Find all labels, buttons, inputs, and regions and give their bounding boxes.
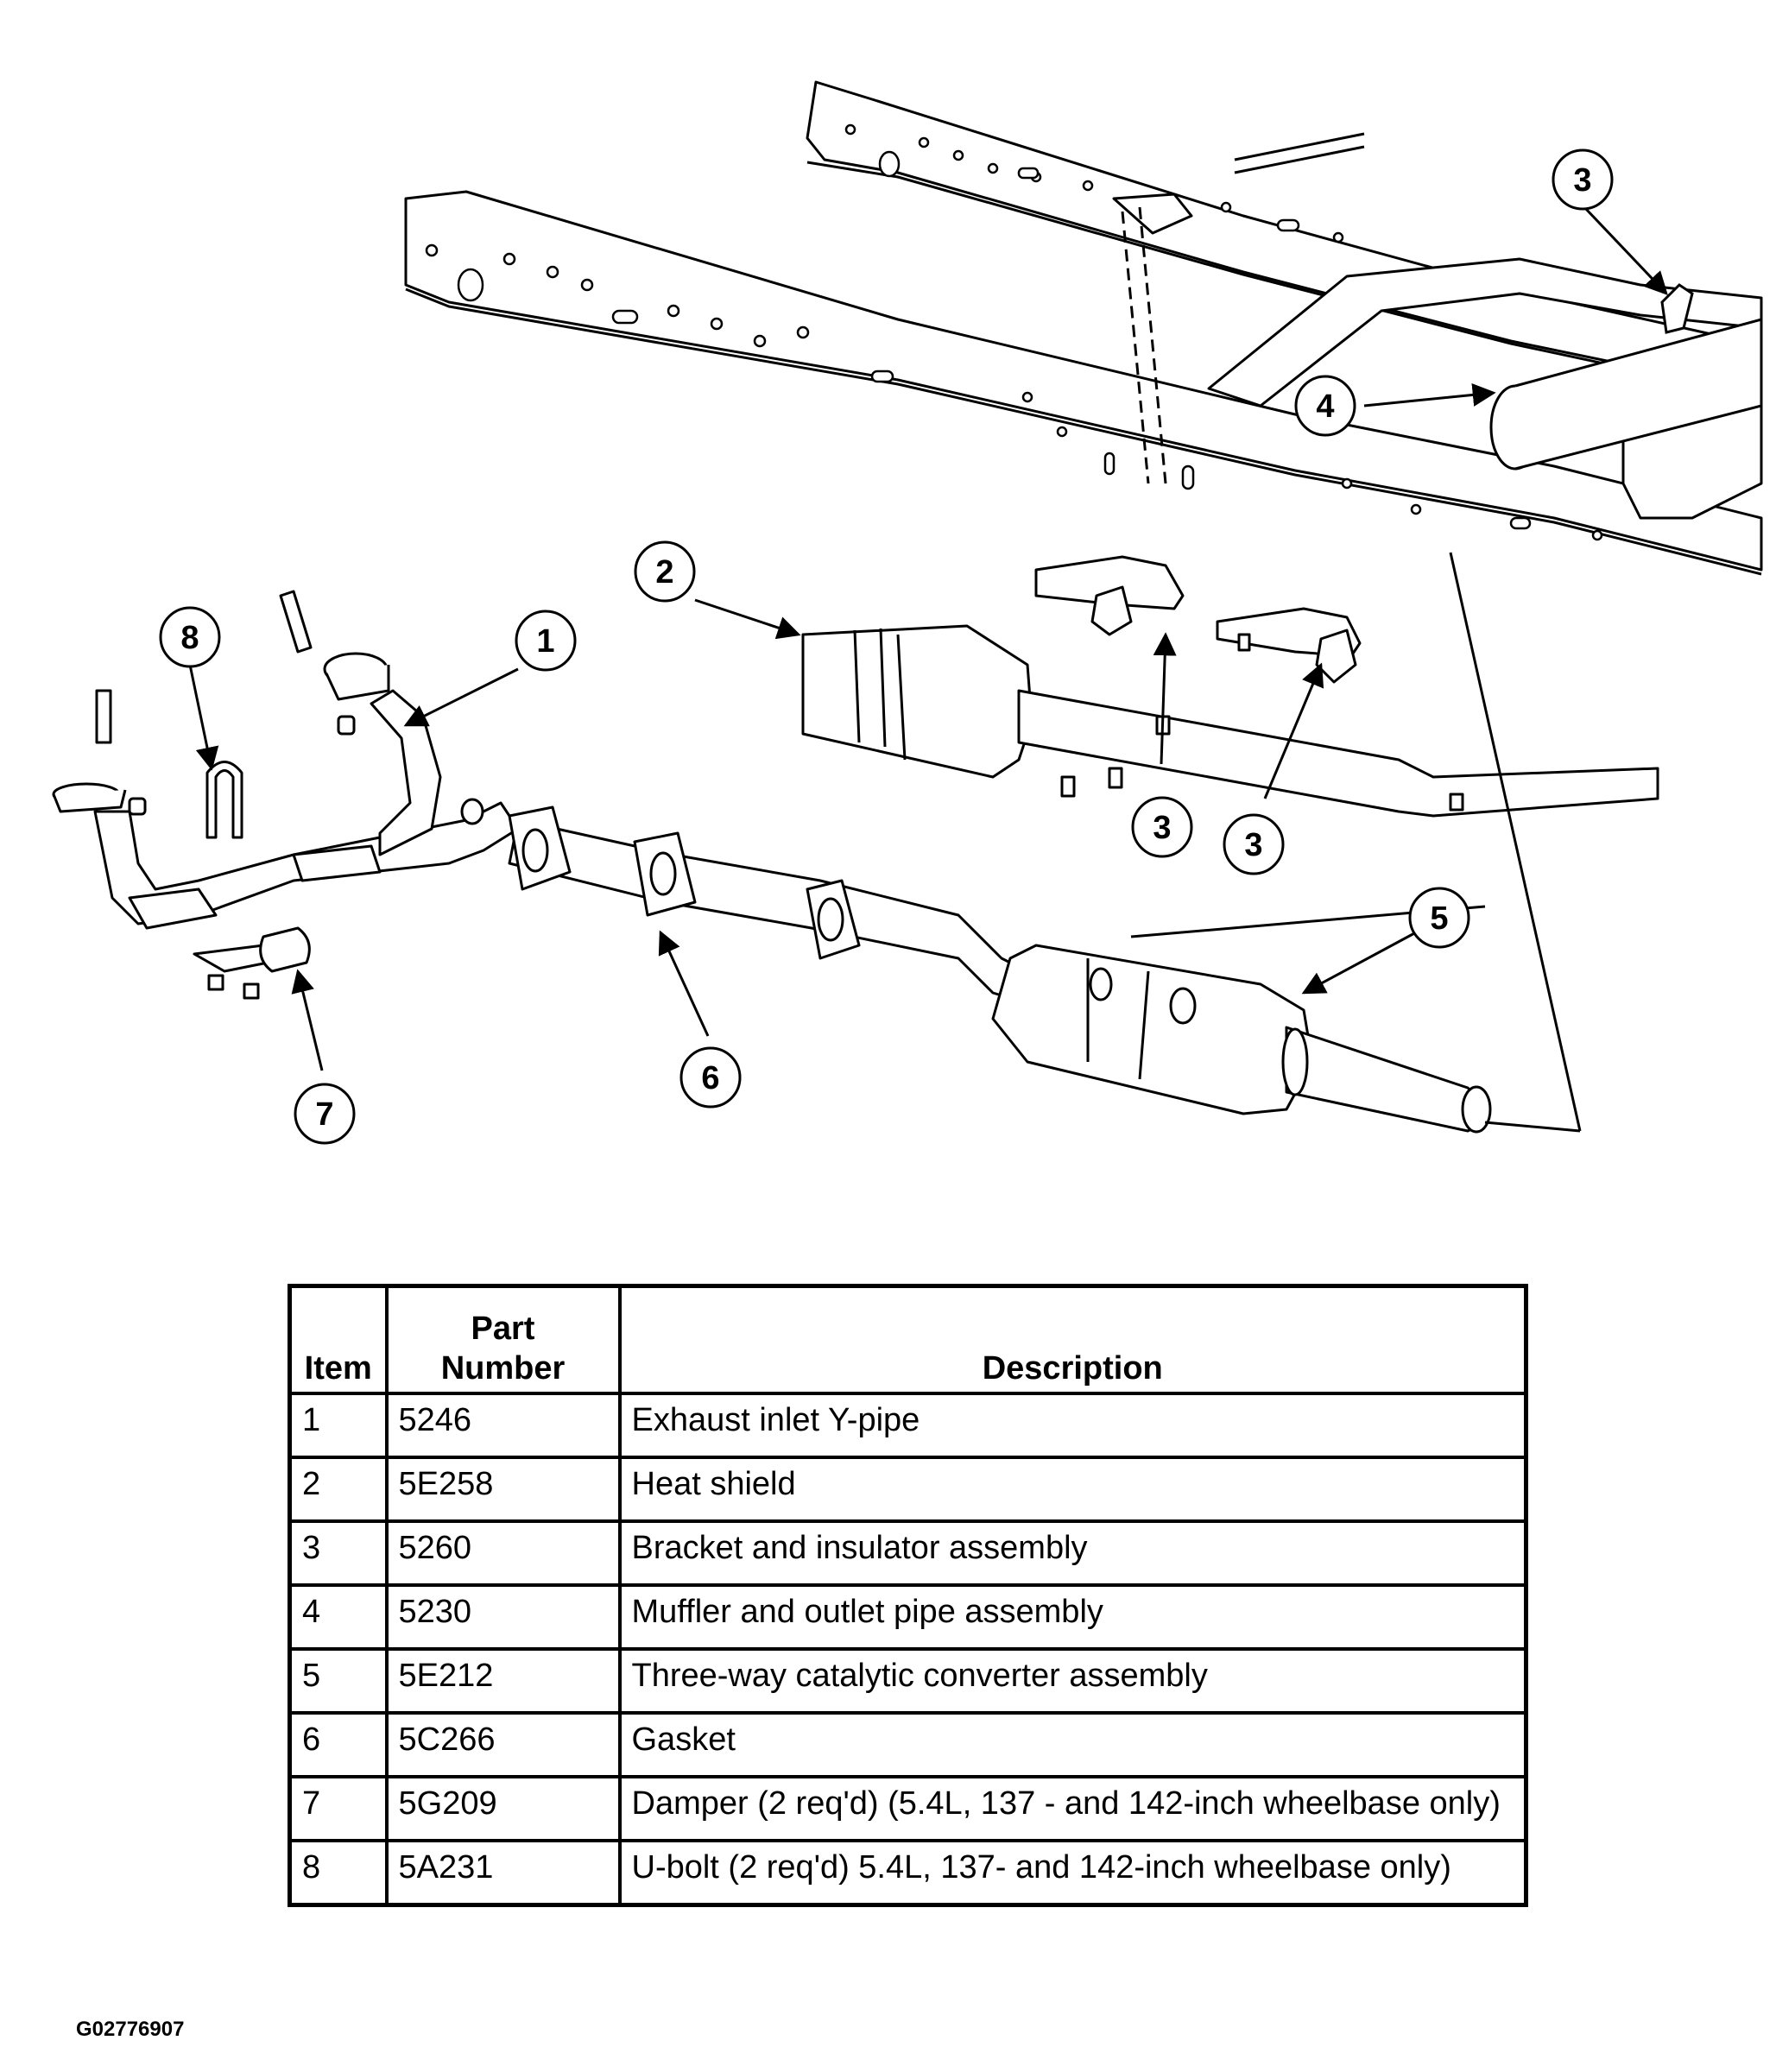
cell-description: Exhaust inlet Y-pipe xyxy=(617,1392,1528,1459)
callout-label: 5 xyxy=(1430,900,1448,937)
table-row: 4 5230 Muffler and outlet pipe assembly xyxy=(288,1583,1528,1651)
cell-description: Damper (2 req'd) (5.4L, 137 - and 142-in… xyxy=(617,1775,1528,1842)
callout-3-right: 3 xyxy=(1223,813,1285,875)
parts-table: Item Part Number Description 1 5246 Exha… xyxy=(288,1284,1528,1907)
exhaust-inlet-y-pipe xyxy=(52,590,520,930)
callout-label: 1 xyxy=(536,623,554,660)
cell-description: Bracket and insulator assembly xyxy=(617,1519,1528,1587)
callout-1: 1 xyxy=(515,610,577,672)
table-row: 7 5G209 Damper (2 req'd) (5.4L, 137 - an… xyxy=(288,1775,1528,1842)
muffler-assembly xyxy=(1489,283,1763,471)
header-description: Description xyxy=(617,1284,1528,1395)
callouts: 1 2 3 3 3 3 4 5 6 7 8 xyxy=(159,148,1614,1145)
callout-3-left: 3 xyxy=(1131,796,1193,858)
cell-item: 4 xyxy=(288,1583,389,1651)
callout-label: 3 xyxy=(1153,810,1171,846)
damper-and-u-bolt xyxy=(193,761,311,1000)
cell-item: 6 xyxy=(288,1711,389,1778)
header-part-number: Part Number xyxy=(384,1284,622,1395)
cell-item: 2 xyxy=(288,1456,389,1523)
callout-label: 8 xyxy=(180,620,199,656)
callout-5: 5 xyxy=(1408,887,1470,949)
exhaust-system-diagram: 1 2 3 3 3 3 4 5 6 7 8 xyxy=(52,80,1763,1145)
callout-2: 2 xyxy=(634,540,696,603)
leader-lines xyxy=(188,205,1668,1133)
cell-part: 5G209 xyxy=(384,1775,622,1842)
callout-label: 4 xyxy=(1316,388,1334,425)
cell-description: Muffler and outlet pipe assembly xyxy=(617,1583,1528,1651)
heat-shield xyxy=(801,624,1033,779)
callout-7: 7 xyxy=(294,1083,356,1145)
table-row: 5 5E212 Three-way catalytic converter as… xyxy=(288,1647,1528,1715)
cell-part: 5E212 xyxy=(384,1647,622,1715)
cell-part: 5A231 xyxy=(384,1839,622,1907)
table-header-row: Item Part Number Description xyxy=(288,1284,1528,1395)
catalytic-converter xyxy=(991,944,1492,1134)
table-row: 3 5260 Bracket and insulator assembly xyxy=(288,1519,1528,1587)
cell-item: 3 xyxy=(288,1519,389,1587)
cell-part: 5246 xyxy=(384,1392,622,1459)
callout-label: 6 xyxy=(701,1060,719,1096)
vehicle-frame xyxy=(404,80,1763,576)
cell-part: 5E258 xyxy=(384,1456,622,1523)
table-row: 2 5E258 Heat shield xyxy=(288,1456,1528,1523)
cell-item: 5 xyxy=(288,1647,389,1715)
cell-part: 5260 xyxy=(384,1519,622,1587)
table-row: 1 5246 Exhaust inlet Y-pipe xyxy=(288,1392,1528,1459)
cell-description: Heat shield xyxy=(617,1456,1528,1523)
header-item: Item xyxy=(288,1284,389,1395)
callout-label: 2 xyxy=(655,554,673,591)
callout-label: 7 xyxy=(315,1096,333,1133)
callout-label: 3 xyxy=(1573,162,1591,199)
cell-description: U-bolt (2 req'd) 5.4L, 137- and 142-inch… xyxy=(617,1839,1528,1907)
cell-item: 8 xyxy=(288,1839,389,1907)
cell-description: Gasket xyxy=(617,1711,1528,1778)
cell-description: Three-way catalytic converter assembly xyxy=(617,1647,1528,1715)
cell-item: 1 xyxy=(288,1392,389,1459)
table-row: 6 5C266 Gasket xyxy=(288,1711,1528,1778)
callout-4: 4 xyxy=(1294,375,1356,437)
cell-part: 5230 xyxy=(384,1583,622,1651)
figure-id: G02776907 xyxy=(76,2018,185,2041)
intermediate-pipe xyxy=(1017,555,1659,818)
callout-label: 3 xyxy=(1244,827,1262,863)
cell-part: 5C266 xyxy=(384,1711,622,1778)
front-pipe-and-gaskets xyxy=(460,798,1038,1008)
table-row: 8 5A231 U-bolt (2 req'd) 5.4L, 137- and … xyxy=(288,1839,1528,1907)
callout-3-top: 3 xyxy=(1552,148,1614,211)
callout-6: 6 xyxy=(679,1046,742,1109)
cell-item: 7 xyxy=(288,1775,389,1842)
callout-8: 8 xyxy=(159,606,221,668)
